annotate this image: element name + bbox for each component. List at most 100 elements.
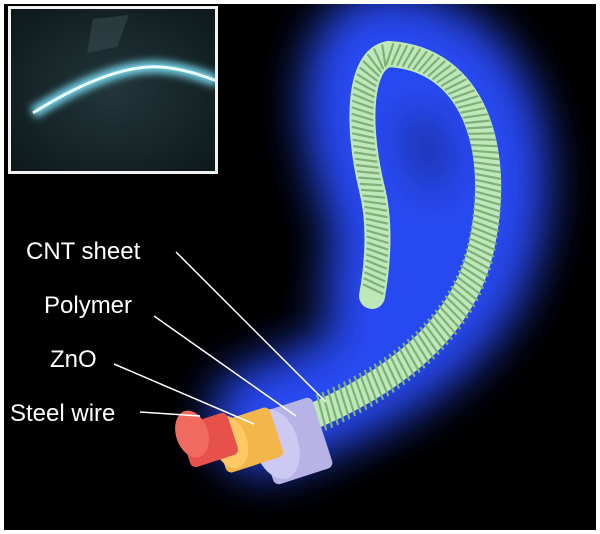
cnt-rib [451,89,475,100]
cnt-rib [470,225,498,239]
cnt-rib [351,132,375,139]
cnt-rib [472,155,500,161]
label-steel-wire: Steel wire [10,400,116,427]
cnt-rib [388,353,406,386]
cnt-rib [444,295,469,319]
cnt-rib [321,391,333,428]
cnt-rib [351,125,374,133]
cnt-rib [458,270,484,289]
cnt-rib [366,223,389,232]
cnt-rib [364,206,388,212]
cnt-rib [436,68,457,84]
cnt-rib [373,363,390,397]
cnt-rib [474,190,502,200]
cnt-rib [351,106,374,116]
cnt-fiber-ribs [316,42,502,431]
cnt-rib [450,285,476,307]
cnt-rib [332,386,345,423]
cnt-rib [316,394,328,431]
cnt-rib [381,44,387,68]
cnt-rib [358,372,373,407]
cnt-rib [419,326,440,355]
cnt-rib [365,259,388,270]
cnt-rib [467,243,495,258]
cnt-rib [373,48,385,70]
cnt-rib [466,125,493,130]
cnt-rib [390,43,402,66]
fiber-cross-section [175,397,333,485]
cnt-rib [422,56,440,75]
steel-wire-face [175,410,209,458]
cnt-rib [383,356,400,389]
cnt-rib [364,265,387,276]
cnt-rib [354,80,376,93]
cnt-rib [427,60,446,77]
cnt-rib [356,73,377,87]
cnt-rib [351,119,374,128]
cnt-rib [411,335,431,364]
cnt-rib [367,53,382,73]
cnt-rib [460,265,487,283]
cnt-rib [423,322,445,350]
cnt-rib [363,369,379,404]
cnt-rib [366,229,389,238]
label-zno: ZnO [50,346,97,373]
cnt-rib [465,248,493,264]
cnt-rib [415,331,435,360]
cnt-rib [327,389,339,426]
cnt-rib [366,235,389,244]
cnt-rib [359,182,383,187]
cnt-rib [462,113,488,119]
cnt-rib [432,64,452,80]
cnt-rib [431,314,453,340]
cnt-rib [455,275,482,296]
cnt-rib [454,95,479,104]
cnt-rib [447,290,472,313]
cnt-rib [457,100,483,109]
cnt-rib [444,78,467,91]
cnt-rib [460,107,486,114]
zno-leader [113,363,255,425]
cnt-rib [356,170,380,175]
cnt-rib [359,66,378,82]
cnt-rib [441,300,465,324]
cnt-rib [468,132,495,135]
cnt-rib [473,161,501,167]
cnt-rib [396,45,408,67]
cnt-rib [472,214,500,226]
fiber-diagram [113,4,548,485]
cnt-rib [353,86,375,98]
label-polymer: Polymer [44,292,133,319]
cnt-rib [352,93,375,104]
cnt-rib [364,271,386,283]
cnt-rib [362,194,386,199]
cnt-rib [440,73,462,87]
cnt-rib [393,350,411,382]
cnt-rib [469,231,497,245]
cnt-rib [412,50,428,70]
cnt-rib [468,237,496,251]
cnt-rib [351,99,374,110]
cnt-rib [353,151,377,157]
cnt-rib [378,360,395,393]
leader-lines [113,251,327,425]
cnt-rib [365,217,389,225]
cnt-rib [352,138,376,145]
cnt-rib [401,46,415,67]
cnt-rib [397,346,416,377]
cnt-rib [462,259,489,277]
cnt-rib [407,48,421,69]
cnt-rib [355,164,379,169]
cnt-rib [366,241,389,251]
cnt-rib [368,366,384,400]
cnt-rib [474,196,502,206]
cnt-rib [427,318,449,345]
cnt-rib [362,60,380,77]
cnt-rib [343,381,356,417]
cnt-rib [464,254,491,271]
inset-glowing-fiber-image [11,9,215,171]
cnt-rib [474,172,502,180]
cnt-rib [402,342,421,373]
cnt-rib [337,384,351,420]
cnt-rib [474,178,502,187]
